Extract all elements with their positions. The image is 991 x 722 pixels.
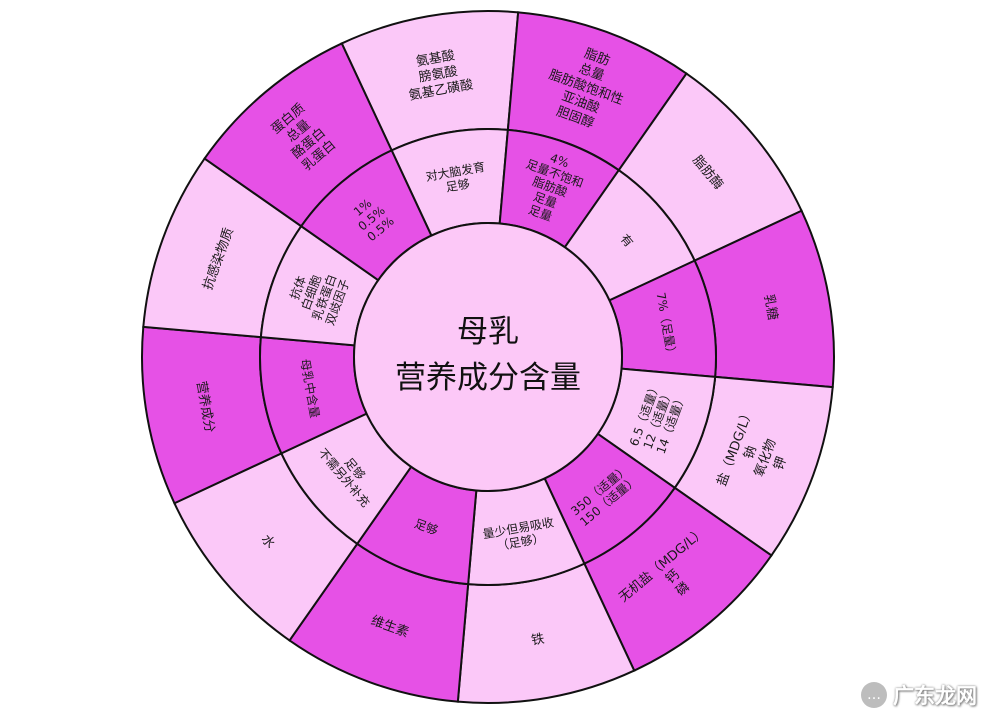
- inner-ring-segment: 量少但易吸收（足够）: [467, 477, 586, 586]
- watermark-text: 广东龙网: [893, 684, 977, 708]
- center-title-line2: 营养成分含量: [395, 360, 581, 396]
- outer-ring-segment: 脂肪酶: [617, 72, 803, 262]
- outer-ring-segment-label: 铁: [530, 632, 545, 649]
- inner-ring-segment: 4%足量不饱和脂肪酸足量足量: [498, 128, 621, 249]
- outer-ring-segment: 蛋白质总量酪蛋白乳蛋白: [203, 42, 393, 228]
- inner-ring-segment: 1%0.5%0.5%: [299, 149, 433, 282]
- outer-ring-segment: 抗感染物质: [142, 157, 303, 339]
- inner-ring-segment: 6.5（适量）12（适量）14（适量）: [596, 367, 717, 490]
- speech-bubble-icon: …: [861, 682, 887, 708]
- inner-ring-segment: 抗体白细胞乳铁蛋白双歧因子: [259, 224, 380, 347]
- inner-ring-segment: 足够不需另外补充: [280, 412, 413, 546]
- outer-ring-segment: 盐（MDG/L）钠氧化物钾: [673, 375, 834, 557]
- center-title-line1: 母乳: [457, 314, 519, 350]
- inner-ring-segment-label: 量少但易吸收（足够）: [482, 515, 558, 555]
- center-disc: [353, 222, 623, 492]
- outer-ring-segment: 营养成分: [141, 325, 283, 505]
- outer-ring-segment-label: 乳糖: [761, 293, 781, 321]
- watermark: … 广东龙网: [861, 680, 977, 710]
- inner-ring-segment: 足够: [355, 465, 478, 586]
- inner-ring-segment: 350（适量）150（适量）: [543, 432, 677, 565]
